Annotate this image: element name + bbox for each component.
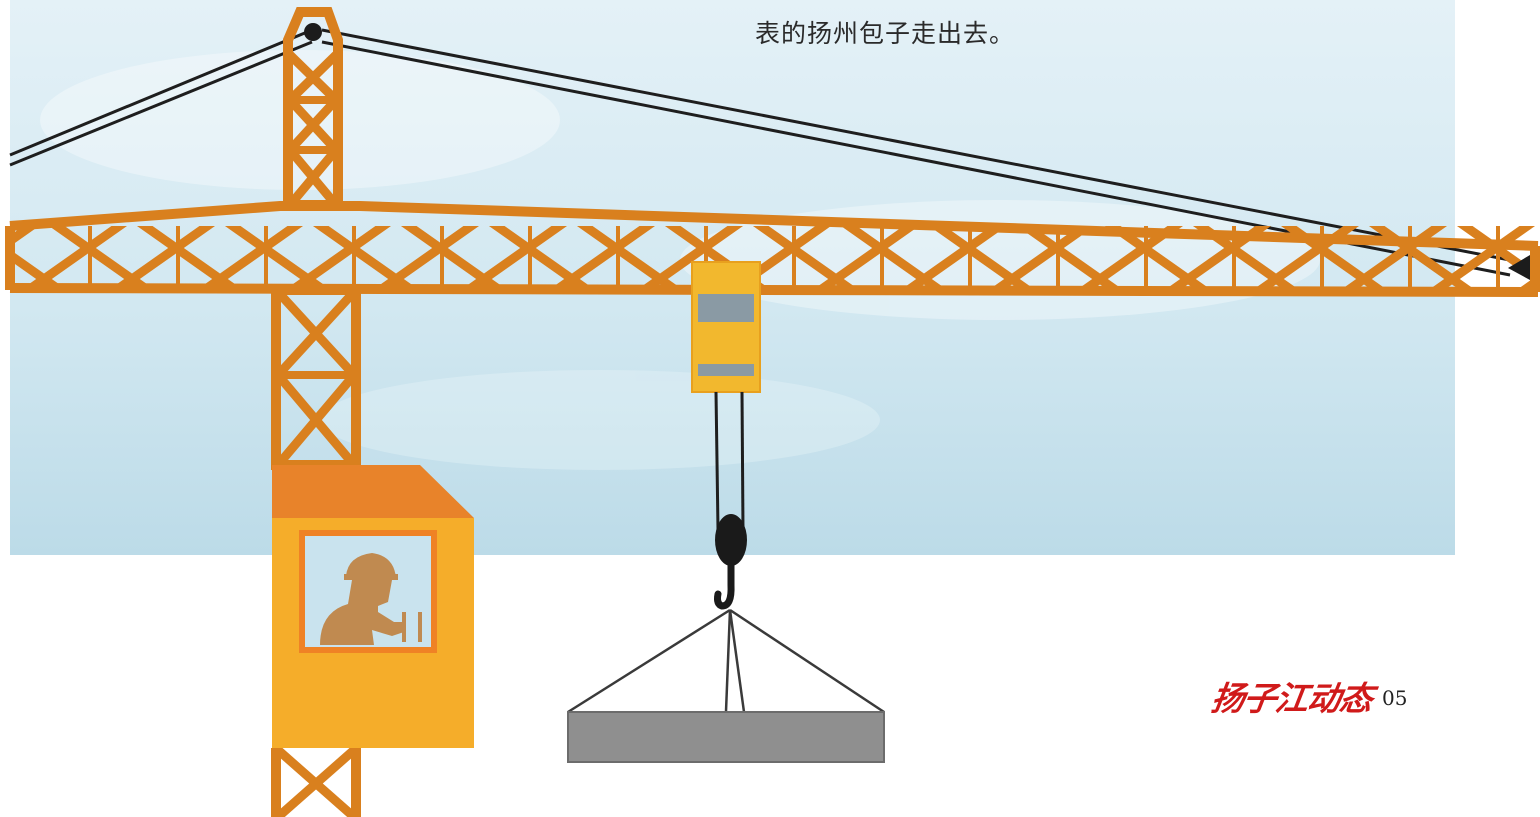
hook-block xyxy=(691,261,761,393)
caption-text: 表的扬州包子走出去。 xyxy=(755,19,1016,48)
page-number: 05 xyxy=(1382,686,1408,710)
crane-mast-lower xyxy=(271,285,361,817)
hard-hat-worker-icon xyxy=(320,553,422,645)
concrete-load xyxy=(567,711,885,763)
operator-cab xyxy=(272,465,474,748)
crane-jib xyxy=(5,201,1540,297)
cable-pulley xyxy=(304,23,322,41)
cab-roof xyxy=(272,465,474,518)
brand-logo: 扬子江动态 xyxy=(1208,679,1375,718)
hoist-cables xyxy=(714,391,745,531)
brand-footer: 扬子江动态 05 xyxy=(1209,676,1408,718)
load-slings xyxy=(567,608,885,763)
jib-tip-pulley xyxy=(1508,255,1530,280)
crane-hook-icon xyxy=(714,514,747,610)
